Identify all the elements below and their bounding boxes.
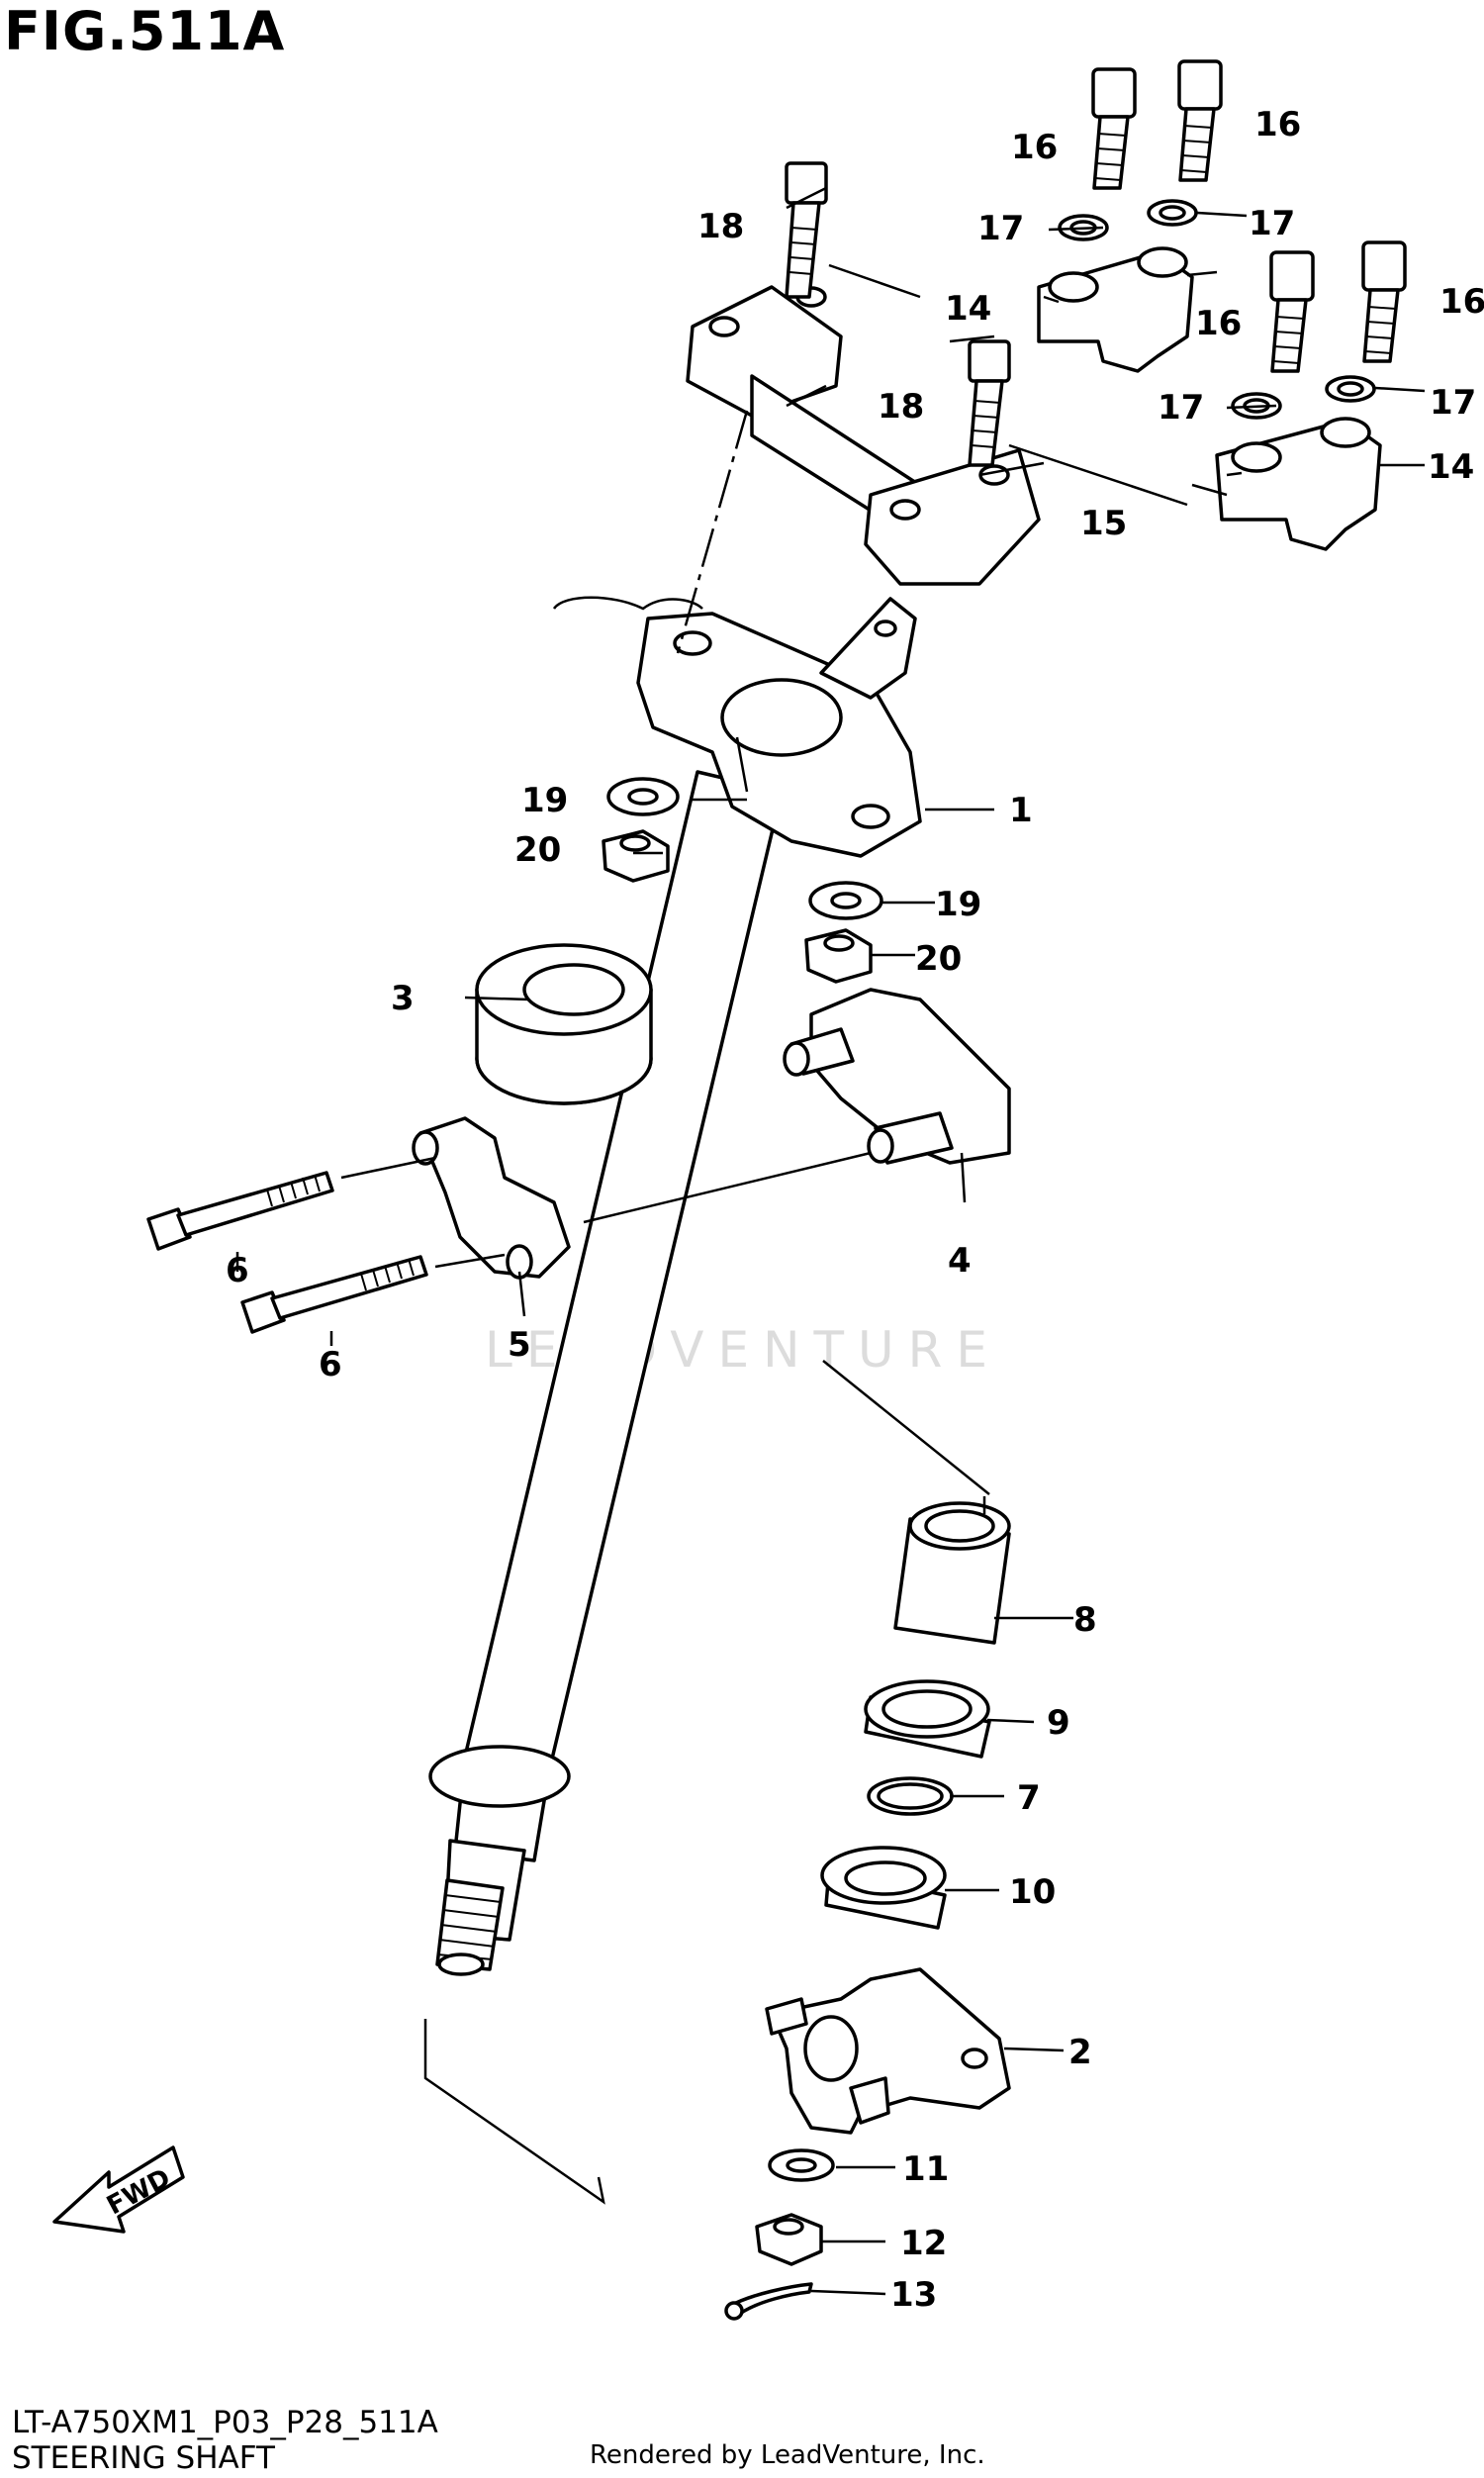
callout-14a: 14 [945,289,991,329]
handlebar-holder-upper-2[interactable] [1215,417,1382,551]
steering-shaft-bushing[interactable] [475,943,653,1105]
callout-4: 4 [948,1241,972,1281]
callout-17d: 17 [1430,383,1476,423]
steering-shaft-lower-arm[interactable] [765,1967,1011,2135]
model-code: LT-A750XM1_P03_P28_511A [12,2405,438,2440]
callout-2: 2 [1068,2033,1092,2072]
washer-19-right[interactable] [808,881,883,920]
callout-20b: 20 [915,939,962,979]
callout-18b: 18 [878,387,924,427]
callout-18a: 18 [697,207,744,246]
bolt-18-left[interactable] [785,161,828,299]
nut-12[interactable] [755,2213,823,2266]
bolt-16-d[interactable] [1361,240,1407,363]
bolt-18-right[interactable] [968,339,1011,467]
callout-20a: 20 [514,830,561,870]
callout-16c: 16 [1195,304,1242,343]
nut-20-right[interactable] [804,928,873,984]
washer-17-b[interactable] [1147,199,1198,227]
callout-17a: 17 [977,209,1024,248]
washer-11[interactable] [768,2148,835,2182]
callout-16d: 16 [1439,282,1484,322]
callout-11: 11 [902,2149,949,2189]
handlebar-holder-upper-1[interactable] [1037,246,1194,373]
callout-7: 7 [1017,1778,1041,1818]
nut-20-left[interactable] [602,829,670,883]
callout-19b: 19 [935,885,981,924]
section-name: STEERING SHAFT [12,2440,275,2476]
steering-shaft-upper-bracket[interactable] [552,596,922,858]
bolt-16-c[interactable] [1269,250,1315,373]
bolt-6-lower[interactable] [240,1255,428,1334]
callout-16a: 16 [1011,128,1058,167]
washer-17-d[interactable] [1325,375,1376,403]
oil-seal-8[interactable] [893,1501,1011,1645]
bolt-6-upper[interactable] [146,1171,334,1251]
callout-15: 15 [1080,504,1127,543]
callout-6a: 6 [226,1251,249,1290]
callout-14b: 14 [1428,447,1474,487]
callout-labels: 1 2 3 4 5 6 6 7 8 9 10 11 12 13 14 14 15… [226,105,1484,2315]
callout-17c: 17 [1158,388,1204,428]
bearing-9[interactable] [864,1679,991,1759]
bolt-16-a[interactable] [1091,67,1137,190]
bearing-10[interactable] [820,1846,947,1930]
callout-12: 12 [900,2224,947,2263]
render-credit: Rendered by LeadVenture, Inc. [590,2440,985,2470]
washer-19-left[interactable] [606,777,680,816]
steering-shaft[interactable] [428,770,784,1976]
callout-9: 9 [1047,1703,1070,1743]
forward-direction-indicator: FWD [52,2145,185,2234]
figure-title: FIG.511A [4,0,286,62]
callout-10: 10 [1009,1872,1056,1912]
callout-16b: 16 [1254,105,1301,144]
callout-19a: 19 [521,781,568,820]
steering-shaft-holder-lower[interactable] [783,988,1011,1165]
callout-17b: 17 [1249,204,1295,243]
callout-3: 3 [391,979,415,1018]
leader-lines [235,186,1426,2296]
callout-6b: 6 [319,1345,342,1384]
steering-shaft-holder-upper[interactable] [412,1116,571,1280]
callout-1: 1 [1009,791,1033,830]
cotter-pin-13[interactable] [724,2282,813,2321]
callout-8: 8 [1073,1600,1097,1640]
callout-5: 5 [508,1325,531,1365]
o-ring-7[interactable] [867,1776,954,1816]
handlebar-holder-lower[interactable] [686,285,1041,586]
callout-13: 13 [890,2275,937,2315]
bolt-16-b[interactable] [1177,59,1223,182]
